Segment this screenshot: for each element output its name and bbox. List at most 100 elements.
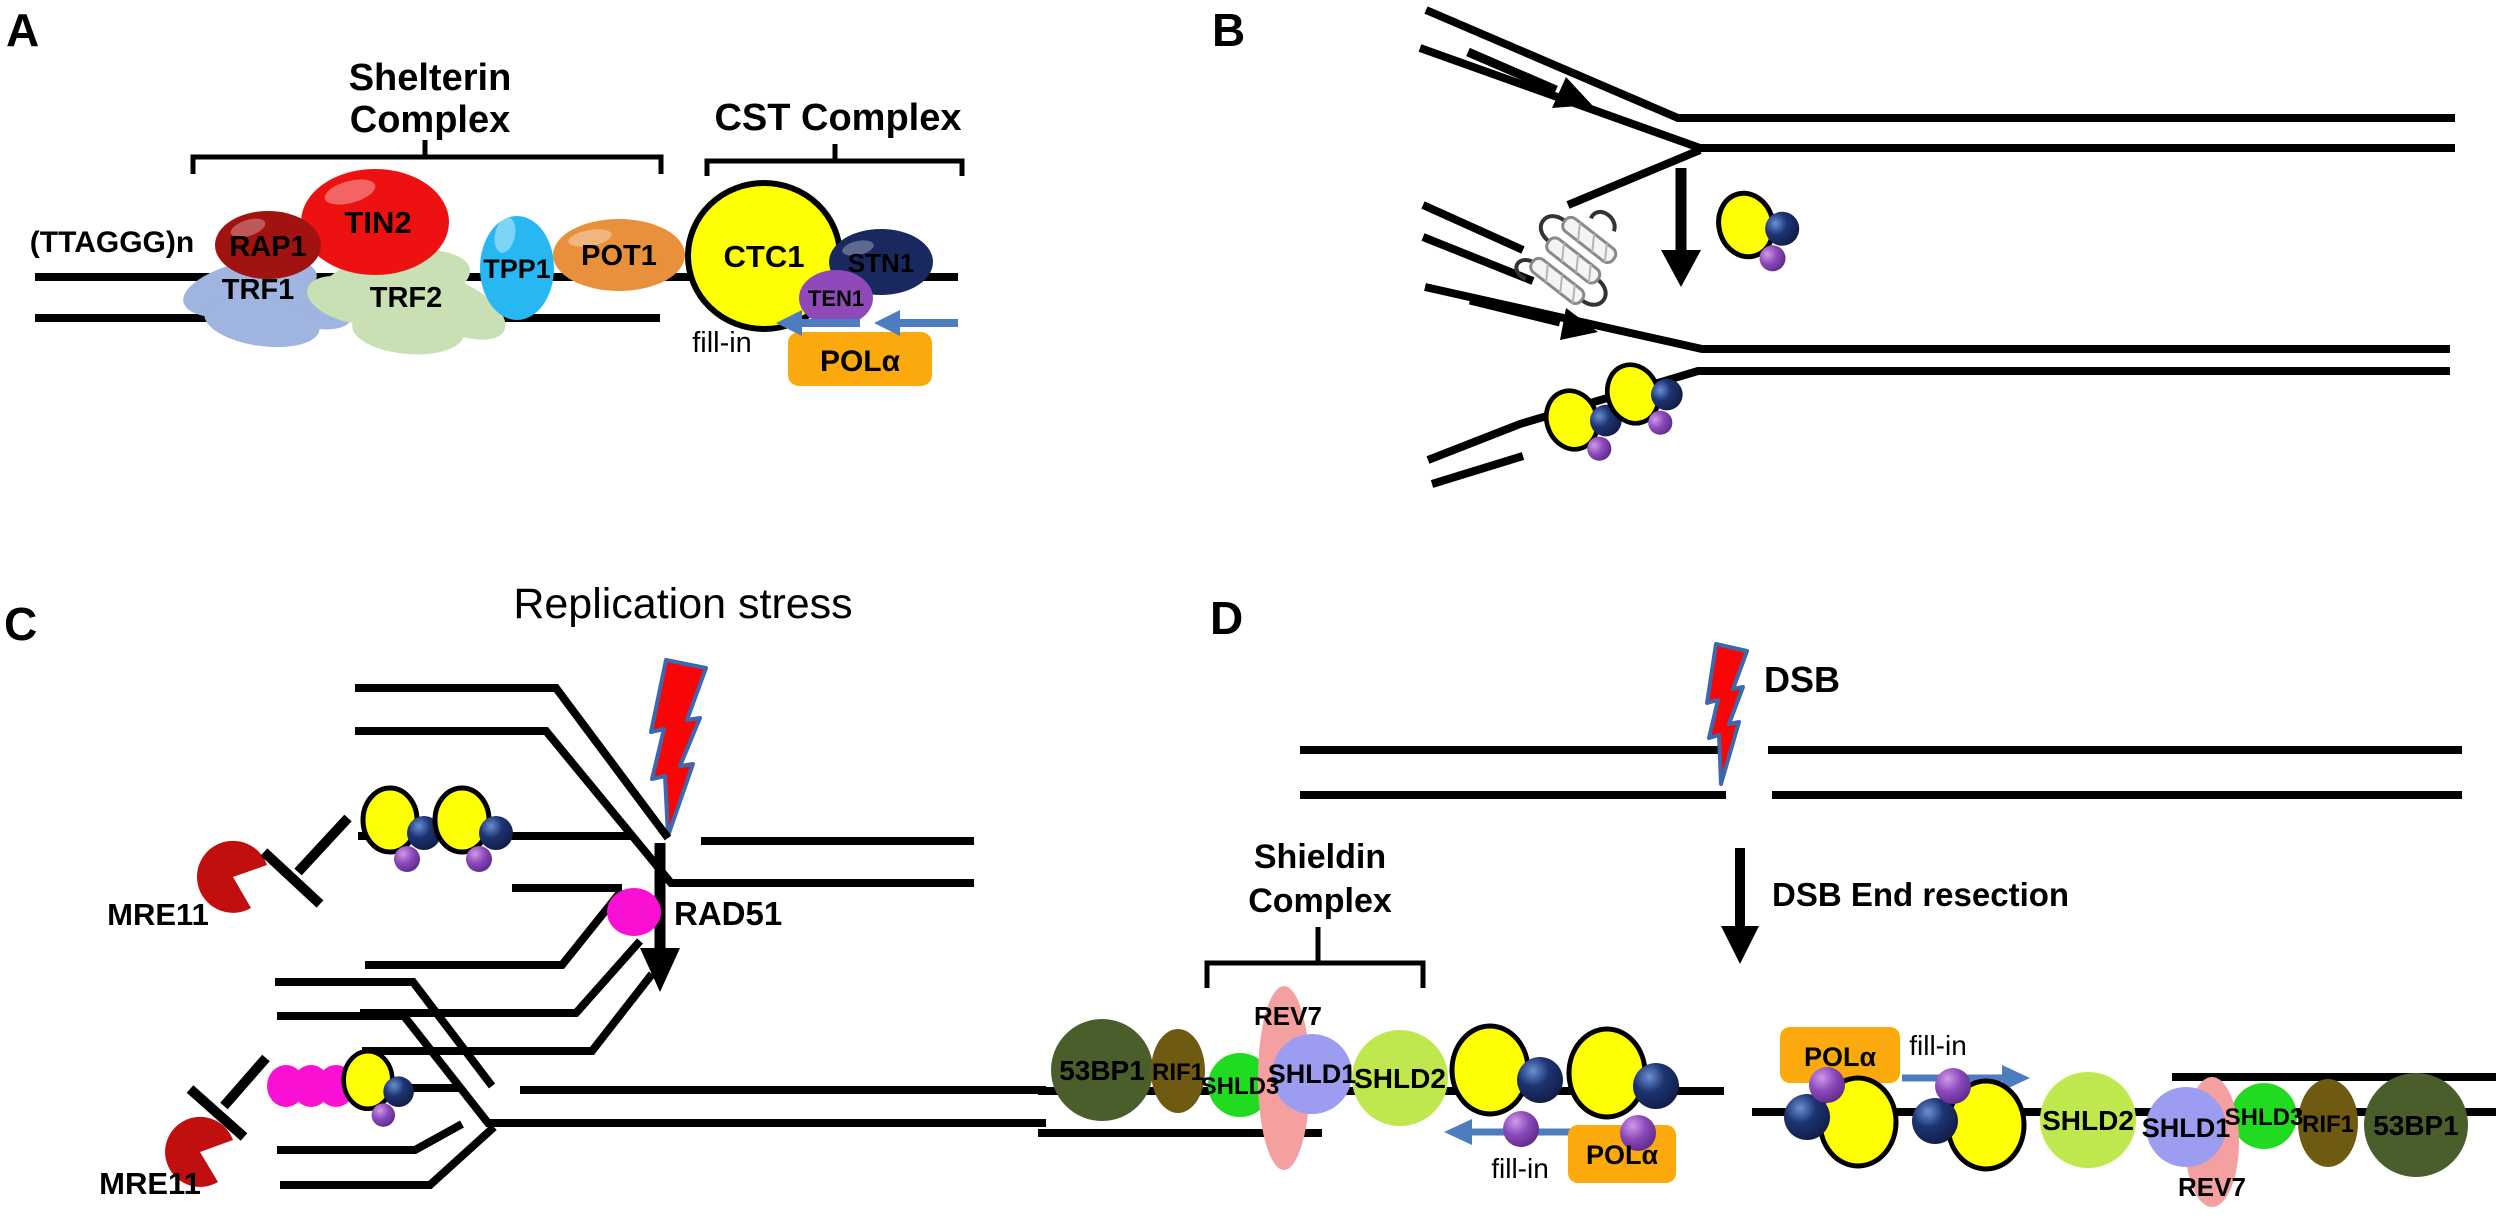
tpp1-body xyxy=(480,216,554,320)
fork-direction-arrow-bottom-head xyxy=(1560,308,1598,340)
shelterin-title-line2: Complex xyxy=(350,99,510,141)
shieldin-bracket xyxy=(1204,927,1426,988)
replication-stress-lightning-icon xyxy=(649,658,708,838)
fork-top-lower-strand xyxy=(1418,44,2455,152)
telomere-repeat-label: (TTAGGG)n xyxy=(30,226,194,259)
shld3-body xyxy=(2231,1083,2297,1149)
53bp1-label: 53BP1 xyxy=(1059,1055,1145,1086)
trf1-label: TRF1 xyxy=(222,274,295,306)
cst-recruitment-arrow-head xyxy=(1661,250,1701,287)
g4-left-arm-upper xyxy=(1421,201,1525,254)
protein-pot1 xyxy=(553,219,685,291)
ten1-label: TEN1 xyxy=(808,286,864,311)
rif1-label: RIF1 xyxy=(1152,1059,1204,1086)
cst-complex-icon xyxy=(363,788,441,872)
trf1-lobe xyxy=(247,270,353,330)
cst-complex-icon xyxy=(344,1051,414,1127)
shld2-body xyxy=(2040,1072,2136,1168)
53bp1-body xyxy=(2364,1073,2468,1177)
cst-bracket xyxy=(704,144,965,176)
rap1-highlight xyxy=(230,218,266,238)
fill-in-arrow-right-head xyxy=(2002,1065,2030,1091)
fork-top-upper-strand xyxy=(1424,6,2455,122)
pola-box xyxy=(1780,1027,1900,1083)
inhibition-tbar-upper xyxy=(260,814,352,908)
fill-in-label-a: fill-in xyxy=(692,327,752,359)
replication-stress-title: Replication stress xyxy=(513,580,852,628)
shieldin-title-line1: Shieldin xyxy=(1254,838,1386,876)
tpp1-highlight xyxy=(494,217,516,253)
panel-a: A Shelterin Complex CST Complex (TTAGGG)… xyxy=(6,4,965,386)
tin2-label: TIN2 xyxy=(344,205,411,240)
g4-loops xyxy=(1514,214,1608,307)
panel-d: D DSB DSB End resection Shieldin Complex xyxy=(1038,592,2496,1207)
mre11-label-lower: MRE11 xyxy=(99,1166,201,1201)
fork-direction-arrow-bottom xyxy=(1468,295,1562,327)
prot-fork-lower-strand xyxy=(277,1012,1046,1127)
fork-bottom-stub-strand xyxy=(1430,452,1525,488)
shld2-label: SHLD2 xyxy=(2042,1105,2134,1136)
mre11-nuclease-icon xyxy=(165,1116,233,1187)
shld3-label: SHLD3 xyxy=(1201,1073,1280,1100)
pola-label: POLα xyxy=(1586,1140,1659,1170)
protein-rap1 xyxy=(215,211,321,279)
stn1-label: STN1 xyxy=(848,248,914,278)
ten1-mini-sphere xyxy=(1620,1115,1656,1151)
shld2-body xyxy=(1352,1030,1448,1126)
shld3-label: SHLD3 xyxy=(2225,1104,2304,1131)
rif1-body xyxy=(2298,1079,2358,1167)
shld1-body xyxy=(2146,1087,2226,1167)
shelterin-bracket xyxy=(190,140,664,174)
protein-tin2 xyxy=(301,169,449,275)
resection-arrow-head xyxy=(1721,926,1759,964)
rap1-label: RAP1 xyxy=(229,231,306,263)
prot-fork-upper-strand xyxy=(275,978,496,1089)
rev-fork-bottom-upper xyxy=(360,938,643,1017)
ten1-body xyxy=(799,270,873,326)
shld2-label: SHLD2 xyxy=(1354,1063,1446,1094)
stn1-highlight xyxy=(842,240,874,256)
panel-c: C Replication stress MRE11 RAD51 xyxy=(4,580,1046,1201)
rev-fork-lower-strand xyxy=(355,727,974,887)
cst-complex-icon xyxy=(1712,181,1809,282)
trf2-label: TRF2 xyxy=(370,282,443,314)
shieldin-assembly-right: 53BP1 RIF1 SHLD3 REV7 SHLD1 SHLD2 POLα f… xyxy=(1752,1027,2496,1207)
cst-title: CST Complex xyxy=(714,97,961,139)
g-quadruplex-icon xyxy=(1514,210,1618,307)
fill-in-arrow-1-head xyxy=(776,310,802,336)
progression-arrow-head xyxy=(640,948,680,992)
stn1-mini-sphere xyxy=(1633,1063,1679,1109)
tin2-body xyxy=(301,169,449,275)
panel-d-letter: D xyxy=(1210,592,1243,644)
fork-direction-arrow-top-head xyxy=(1552,77,1592,108)
pot1-highlight xyxy=(568,229,612,247)
protein-trf1 xyxy=(183,258,353,348)
ten1-mini-sphere xyxy=(1503,1111,1539,1147)
shld1-body xyxy=(1272,1034,1352,1114)
ctc1-label: CTC1 xyxy=(724,239,805,274)
stn1-mini-sphere xyxy=(1912,1098,1958,1144)
pot1-body xyxy=(553,219,685,291)
fill-in-label-right: fill-in xyxy=(1909,1030,1967,1061)
pola-label: POLα xyxy=(1804,1042,1877,1072)
pola-label: POLα xyxy=(820,345,901,378)
protein-trf2 xyxy=(307,249,506,355)
stn1-mini-sphere xyxy=(1784,1094,1830,1140)
fill-in-arrow-left-head xyxy=(1444,1119,1472,1145)
prot-fork-bottom-upper xyxy=(277,1120,464,1154)
pola-box xyxy=(788,332,932,386)
ctc1-mini-oval xyxy=(1566,1026,1648,1120)
protein-ten1 xyxy=(799,270,873,326)
dsb-lightning-icon xyxy=(1705,642,1749,786)
panel-c-letter: C xyxy=(4,598,37,650)
fill-in-label-left: fill-in xyxy=(1491,1153,1549,1184)
dsb-label: DSB xyxy=(1764,659,1840,700)
shld1-label: SHLD1 xyxy=(1268,1059,1357,1089)
protein-tpp1 xyxy=(480,216,554,320)
shieldin-assembly-left: 53BP1 RIF1 SHLD3 REV7 SHLD1 SHLD2 POLα f… xyxy=(1038,986,1724,1184)
rif1-body xyxy=(1151,1029,1205,1113)
prot-fork-bottom-lower xyxy=(280,1124,497,1189)
panel-b: B xyxy=(1212,4,2455,488)
tin2-highlight xyxy=(324,179,376,205)
